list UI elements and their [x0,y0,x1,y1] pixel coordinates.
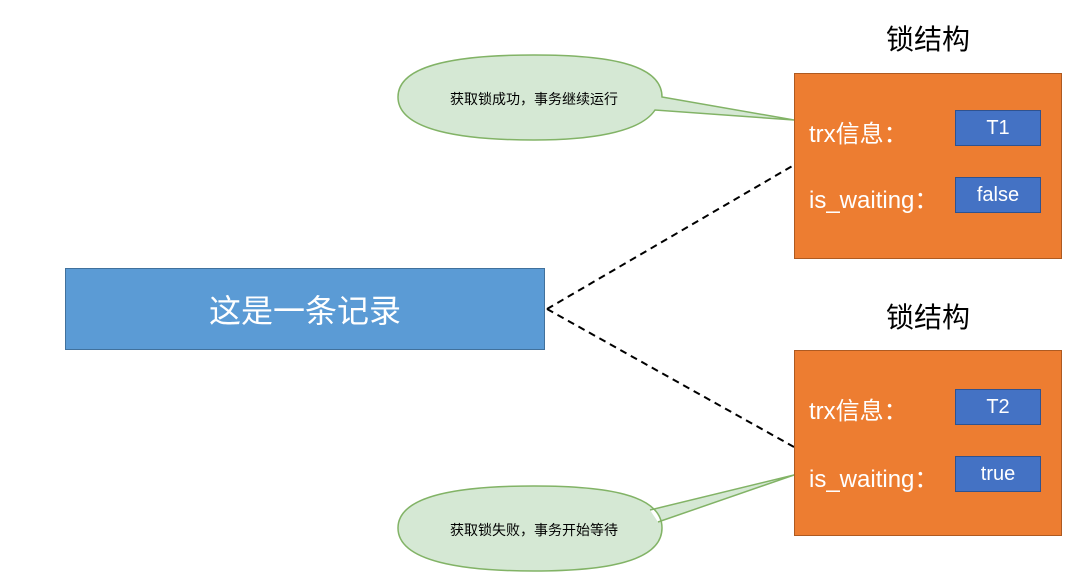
trx-value-box: T2 [955,389,1041,425]
trx-value-box: T1 [955,110,1041,146]
is-waiting-label: is_waiting： [809,187,939,214]
trx-info-label: trx信息： [809,398,908,425]
lock-structure-title-2: 锁结构 [885,301,970,334]
connector-line-bottom [546,308,795,448]
callout-text-success: 获取锁成功，事务继续运行 [450,92,618,108]
is-waiting-label: is_waiting： [809,466,939,493]
callout-bubble-top [397,54,795,141]
record-label: 这是一条记录 [208,292,401,330]
callout-text-waiting: 获取锁失败，事务开始等待 [450,523,618,539]
trx-info-label: trx信息： [809,121,908,148]
connector-line-top [546,164,795,310]
lock-structure-box-2: trx信息： T2 is_waiting： true [794,350,1062,536]
is-waiting-value-box: true [955,456,1041,492]
lock-structure-box-1: trx信息： T1 is_waiting： false [794,73,1062,259]
lock-structure-title-1: 锁结构 [885,23,970,56]
record-box: 这是一条记录 [65,268,545,350]
is-waiting-value-box: false [955,177,1041,213]
